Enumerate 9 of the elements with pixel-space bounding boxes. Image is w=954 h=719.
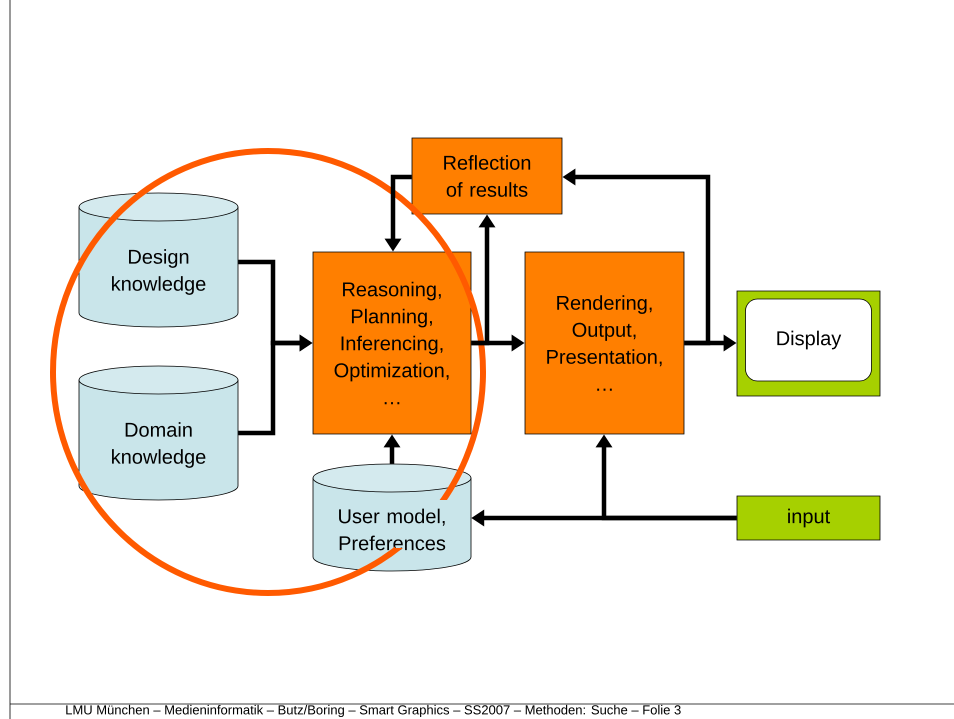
process-box: Reflection of results: [412, 138, 562, 214]
database-cylinder: Domain knowledge: [78, 366, 238, 500]
database-cylinder: Design knowledge: [78, 192, 238, 328]
database-cylinder: User model, Preferences: [312, 464, 472, 572]
process-box: Reasoning, Planning, Inferencing, Optimization, …: [312, 252, 472, 434]
footer-text: LMU München – Medieninformatik – Butz/Boring – Smart Graphics – SS2007 – Methoden: Suche – Folie 3: [66, 704, 681, 718]
process-box: Rendering, Output, Presentation, …: [524, 252, 684, 434]
display-frame: input: [736, 496, 880, 540]
display-box: Display: [745, 298, 872, 382]
